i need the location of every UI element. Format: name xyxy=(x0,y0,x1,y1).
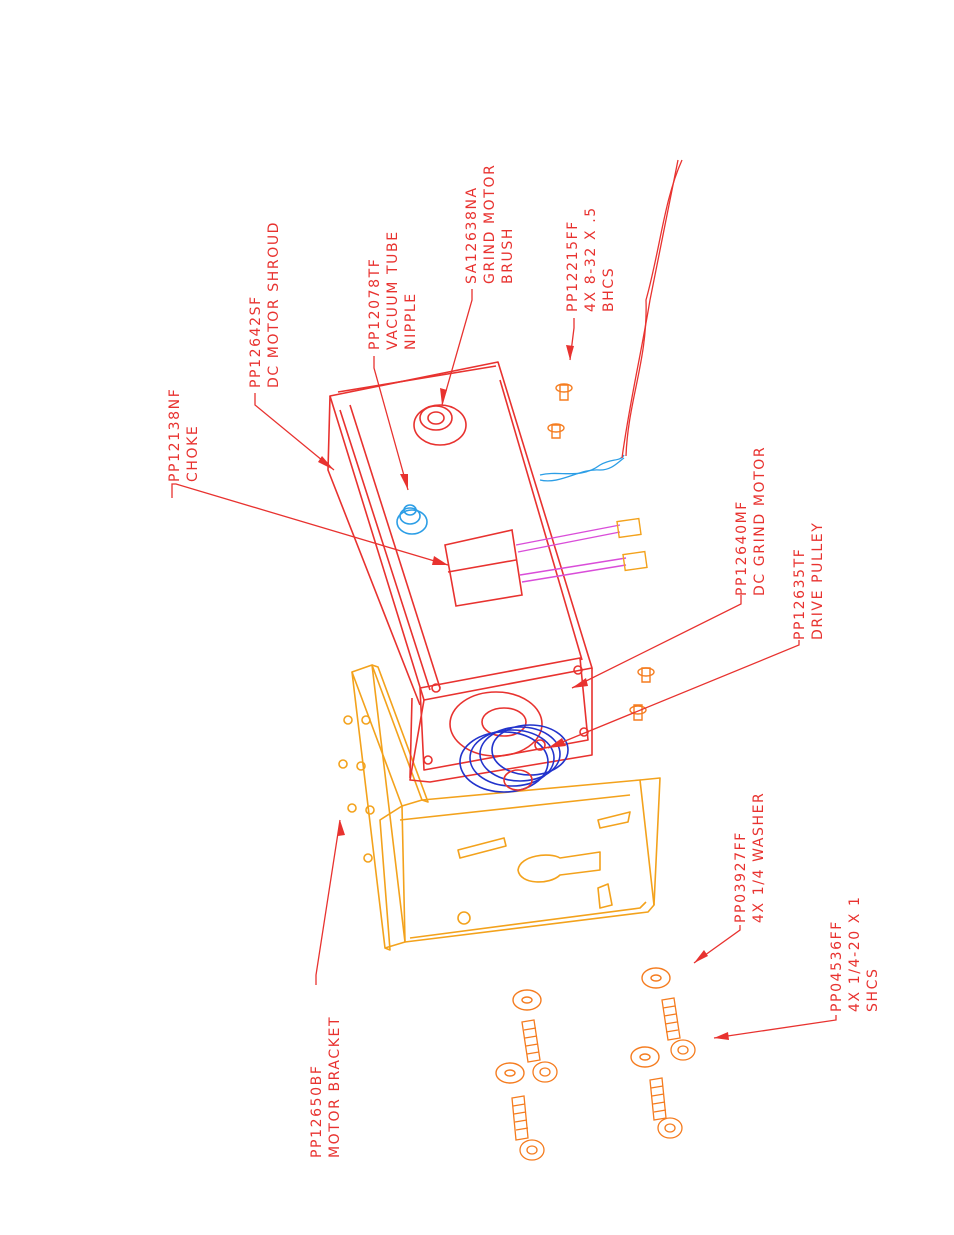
bhcs-description-2: BHCS xyxy=(600,206,618,312)
label-motor: PP12640MF DC GRIND MOTOR xyxy=(733,446,769,596)
pulley-part-number: PP12635TF xyxy=(791,522,809,640)
choke-description: CHOKE xyxy=(184,388,202,482)
wire-connector xyxy=(617,519,647,571)
shcs-part-number: PP04536FF xyxy=(828,895,846,1012)
bracket-part-number: PP12650BF xyxy=(308,1016,326,1158)
shcs-bolts xyxy=(512,998,695,1160)
leader-bracket xyxy=(316,820,340,985)
brush-description-1: GRIND MOTOR xyxy=(481,164,499,284)
motor-part-number: PP12640MF xyxy=(733,446,751,596)
bracket-description: MOTOR BRACKET xyxy=(326,1016,344,1158)
label-shroud: PP12642SF DC MOTOR SHROUD xyxy=(247,221,283,388)
label-shcs: PP04536FF 4X 1/4-20 X 1 SHCS xyxy=(828,895,882,1012)
leader-nipple xyxy=(374,356,408,490)
leader-arrowheads xyxy=(318,345,729,1040)
label-bhcs: PP12215FF 4X 8-32 X .5 BHCS xyxy=(564,206,618,312)
label-bracket: PP12650BF MOTOR BRACKET xyxy=(308,1016,344,1158)
washer-description: 4X 1/4 WASHER xyxy=(750,792,768,923)
leader-pulley xyxy=(548,640,799,748)
brush-part-number: SA12638NA xyxy=(463,164,481,284)
label-washer: PP03927FF 4X 1/4 WASHER xyxy=(732,792,768,923)
pulley-description: DRIVE PULLEY xyxy=(809,522,827,640)
shcs-description-1: 4X 1/4-20 X 1 xyxy=(846,895,864,1012)
leader-brush xyxy=(442,289,472,405)
brush-description-2: BRUSH xyxy=(499,164,517,284)
washer-part-number: PP03927FF xyxy=(732,792,750,923)
leader-choke xyxy=(172,484,448,565)
choke xyxy=(445,530,522,606)
label-brush: SA12638NA GRIND MOTOR BRUSH xyxy=(463,164,517,284)
label-pulley: PP12635TF DRIVE PULLEY xyxy=(791,522,827,640)
nipple-description-1: VACUUM TUBE xyxy=(384,230,402,350)
bhcs-description-1: 4X 8-32 X .5 xyxy=(582,206,600,312)
choke-part-number: PP12138NF xyxy=(166,388,184,482)
shcs-description-2: SHCS xyxy=(864,895,882,1012)
choke-leads xyxy=(516,525,626,582)
shroud-part-number: PP12642SF xyxy=(247,221,265,388)
nipple-part-number: PP12078TF xyxy=(366,230,384,350)
vacuum-tube-nipple xyxy=(397,505,427,534)
motor-description: DC GRIND MOTOR xyxy=(751,446,769,596)
label-choke: PP12138NF CHOKE xyxy=(166,388,202,482)
nipple-description-2: NIPPLE xyxy=(402,230,420,350)
leader-motor xyxy=(572,595,741,688)
leader-shcs xyxy=(714,1015,836,1038)
label-nipple: PP12078TF VACUUM TUBE NIPPLE xyxy=(366,230,420,350)
shroud-description: DC MOTOR SHROUD xyxy=(265,221,283,388)
bhcs-part-number: PP12215FF xyxy=(564,206,582,312)
